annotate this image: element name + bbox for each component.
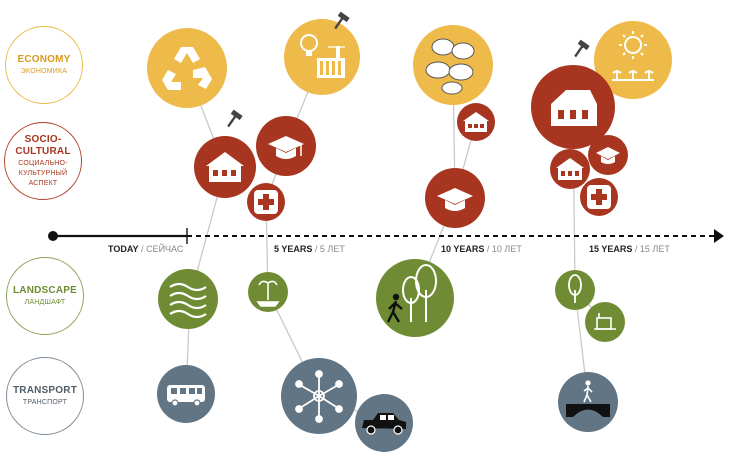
car-icon: [362, 413, 406, 435]
greenhouse-icon: [551, 90, 597, 126]
timeline-start-dot: [48, 231, 58, 241]
timeline-separator: /: [141, 244, 144, 254]
timeline-10-years-ru: 10 ЛЕТ: [491, 244, 522, 254]
garden-icon: [594, 313, 616, 330]
hammer-icon: [334, 11, 350, 30]
category-transport-subtitle: ТРАНСПОРТ: [22, 399, 68, 406]
landscape-tree-node: [555, 270, 595, 310]
category-landscape-title: LANDSCAPE: [12, 285, 78, 296]
category-socio-title-2: CULTURAL: [15, 146, 71, 157]
transport-bus-node: [157, 365, 215, 423]
category-landscape-subtitle: ЛАНДШАФТ: [24, 299, 66, 306]
transport-car-node: [355, 394, 413, 452]
socio-graduation-node: [256, 116, 316, 176]
timeline-5-years-ru: 5 ЛЕТ: [319, 244, 345, 254]
timeline-label-15-years: 15 YEARS / 15 ЛЕТ: [589, 244, 670, 254]
bus-icon: [167, 385, 205, 407]
transport-bridge-node: [558, 372, 618, 432]
hammer-markers: [227, 11, 590, 128]
category-economy: ECONOMY ЭКОНОМИКА: [5, 26, 83, 104]
timeline-today-en: TODAY: [108, 244, 139, 254]
landscape-fountain-node: [248, 272, 288, 312]
timeline-separator: /: [634, 244, 638, 254]
timeline-separator: /: [486, 244, 490, 254]
category-socio-title-1: SOCIO-: [24, 134, 62, 145]
sun-crops-icon: [612, 31, 654, 81]
socio-graduation-15-node: [588, 135, 628, 175]
bread-icon: [425, 38, 475, 95]
timeline-label-10-years: 10 YEARS / 10 ЛЕТ: [441, 244, 522, 254]
timeline-5-years-en: 5 YEARS: [274, 244, 313, 254]
recycle-icon: [162, 47, 212, 90]
socio-first-aid-15-node: [580, 178, 618, 216]
lightbulb-factory-icon: [300, 34, 345, 78]
timeline-axis: [48, 228, 724, 244]
graduation-cap-icon: [596, 147, 620, 164]
socio-house-small-node: [457, 103, 495, 141]
timeline-10-years-en: 10 YEARS: [441, 244, 485, 254]
socio-greenhouse-node: [531, 65, 615, 149]
timeline-label-5-years: 5 YEARS / 5 ЛЕТ: [274, 244, 345, 254]
house-icon: [556, 158, 584, 180]
bridge-icon: [566, 380, 610, 417]
economy-bread-node: [413, 25, 493, 105]
graduation-cap-icon: [268, 136, 304, 159]
socio-first-aid-node: [247, 183, 285, 221]
network-icon: [295, 370, 343, 423]
socio-house-node: [194, 136, 256, 198]
house-icon: [206, 152, 244, 182]
transport-network-node: [281, 358, 357, 434]
walking-forest-icon: [386, 264, 437, 323]
timeline-today-ru: СЕЙЧАС: [146, 244, 184, 254]
category-landscape: LANDSCAPE ЛАНДШАФТ: [6, 257, 84, 335]
hammer-icon: [227, 109, 243, 128]
timeline-separator: /: [314, 244, 318, 254]
category-socio-sub-2: КУЛЬТУРНЫЙ: [18, 170, 68, 177]
hammer-icon: [574, 39, 590, 58]
socio-house-15-node: [550, 149, 590, 189]
category-socio-sub-3: АСПЕКТ: [28, 180, 58, 187]
timeline-15-years-en: 15 YEARS: [589, 244, 633, 254]
category-socio-sub-1: СОЦИАЛЬНО-: [18, 160, 68, 167]
graduation-cap-icon: [437, 188, 473, 211]
landscape-forest-node: [376, 259, 454, 337]
landscape-garden-node: [585, 302, 625, 342]
timeline-label-today: TODAY / СЕЙЧАС: [108, 244, 183, 254]
category-transport-title: TRANSPORT: [12, 385, 78, 396]
house-icon: [463, 112, 489, 132]
socio-graduation-10-node: [425, 168, 485, 228]
category-socio-cultural: SOCIO- CULTURAL СОЦИАЛЬНО- КУЛЬТУРНЫЙ АС…: [4, 122, 82, 200]
fountain-icon: [256, 280, 280, 307]
tree-icon: [568, 274, 582, 303]
economy-sun-crops-node: [594, 21, 672, 99]
economy-lightbulb-node: [284, 19, 360, 95]
timeline-arrow-icon: [714, 229, 724, 243]
first-aid-icon: [254, 190, 278, 214]
waves-icon: [169, 282, 207, 319]
category-economy-title: ECONOMY: [17, 54, 71, 65]
first-aid-icon: [587, 185, 611, 209]
timeline-15-years-ru: 15 ЛЕТ: [639, 244, 670, 254]
category-economy-subtitle: ЭКОНОМИКА: [20, 68, 68, 75]
landscape-waves-node: [158, 269, 218, 329]
category-transport: TRANSPORT ТРАНСПОРТ: [6, 357, 84, 435]
economy-recycle-node: [147, 28, 227, 108]
